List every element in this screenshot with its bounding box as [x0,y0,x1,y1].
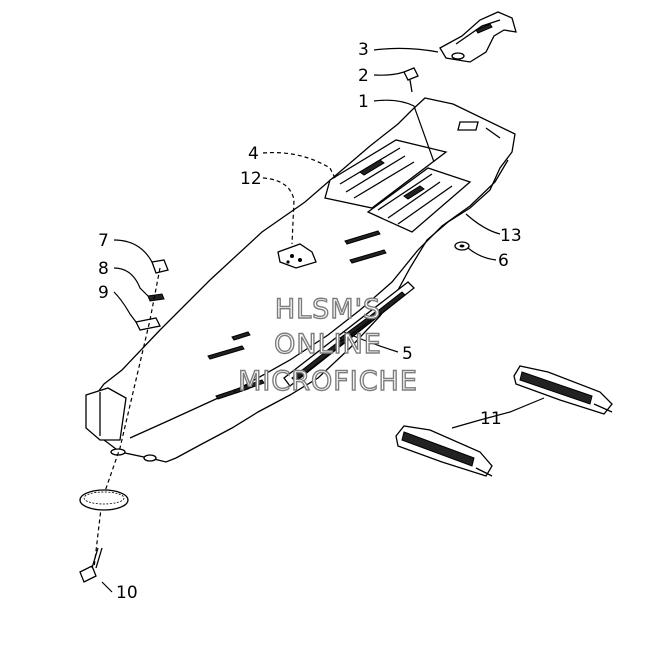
callout-13: 13 [500,226,522,246]
hardware-axis [93,267,161,569]
watermark: HLSM'S ONLINE MICROFICHE [237,293,418,397]
callout-labels: 3 2 1 4 12 7 8 9 13 6 5 11 10 [98,40,522,603]
callout-7: 7 [98,231,109,251]
callout-6: 6 [498,251,509,271]
watermark-line-2: ONLINE [274,329,382,360]
nut-part-7 [151,259,169,274]
skid-plate-part [85,97,516,463]
leader-lines [101,47,545,593]
callout-10: 10 [116,583,138,603]
upper-plate-part [324,139,448,209]
callout-1: 1 [358,92,369,112]
callout-5: 5 [402,344,413,364]
round-pad [79,489,129,511]
bracket-part-12 [277,243,317,269]
spacer-part-9 [135,317,161,331]
callout-9: 9 [98,283,109,303]
washer-part-8 [147,293,165,302]
callout-8: 8 [98,259,109,279]
traction-strip-lower [395,425,493,477]
bracket-part-3 [439,11,517,63]
callout-4: 4 [248,144,259,164]
watermark-line-1: HLSM'S [275,294,381,325]
lower-plate-part [366,167,472,233]
watermark-line-3: MICROFICHE [238,366,418,397]
callout-3: 3 [358,40,369,60]
callout-11: 11 [480,409,502,429]
callout-12: 12 [240,169,262,189]
bolt-part-10 [79,547,103,583]
plate-slots [207,230,387,400]
fastener-part-2 [403,67,419,93]
callout-2: 2 [358,66,369,86]
washer-part-6 [454,241,470,251]
traction-strip-upper [513,365,613,415]
